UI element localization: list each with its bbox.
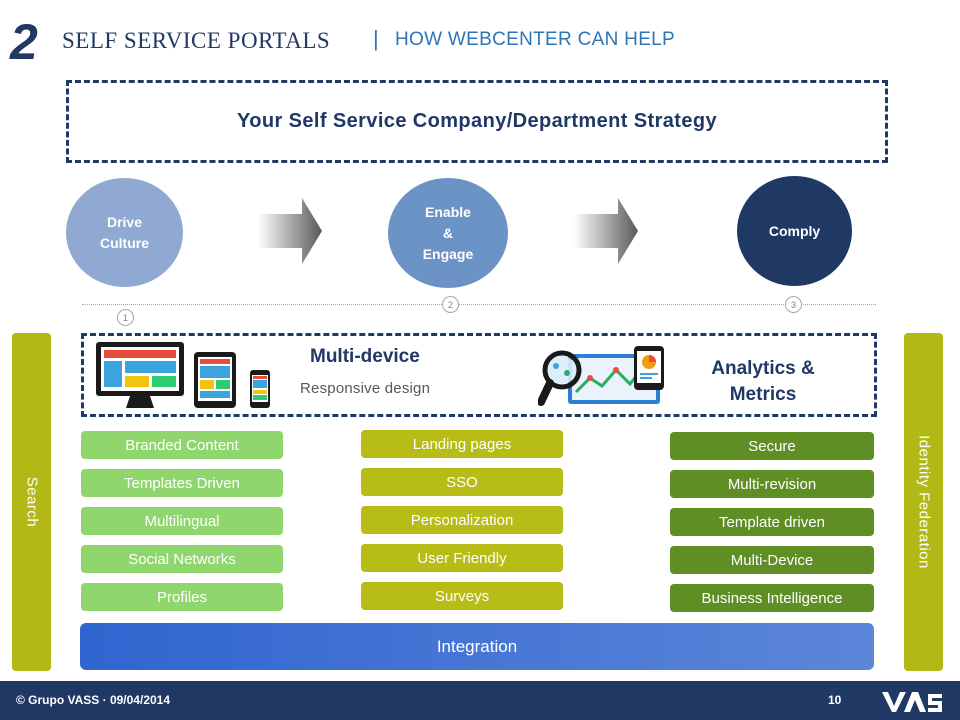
identity-federation-sidebar: Identity Federation xyxy=(904,333,943,671)
feature-personalization: Personalization xyxy=(361,506,563,534)
analytics-icon xyxy=(538,346,664,406)
strategy-box: Your Self Service Company/Department Str… xyxy=(66,80,888,163)
strategy-text: Your Self Service Company/Department Str… xyxy=(237,110,717,132)
analytics-title: Analytics & Metrics xyxy=(711,358,815,405)
search-label: Search xyxy=(23,476,40,528)
feature-multilingual: Multilingual xyxy=(81,507,283,535)
timeline-divider xyxy=(82,304,876,305)
feature-secure: Secure xyxy=(670,432,874,460)
footer-bar xyxy=(0,681,960,720)
devices-icon xyxy=(96,342,270,408)
identity-federation-label: Identity Federation xyxy=(915,435,932,569)
feature-multi-device: Multi-Device xyxy=(670,546,874,574)
stage-badge-2: 2 xyxy=(442,296,459,313)
feature-profiles: Profiles xyxy=(81,583,283,611)
feature-business-intelligence: Business Intelligence xyxy=(670,584,874,612)
footer-copyright: © Grupo VASS · 09/04/2014 xyxy=(16,693,171,707)
stage-label: Enable & Engage xyxy=(422,203,474,262)
stage-label: Comply xyxy=(768,222,821,239)
stage-comply: Comply xyxy=(737,176,852,286)
search-sidebar: Search xyxy=(12,333,51,671)
stage-badge-1: 1 xyxy=(117,309,134,326)
integration-bar: Integration xyxy=(80,623,874,670)
arrow-right-icon xyxy=(258,198,322,264)
stage-label: Drive Culture xyxy=(100,213,149,251)
page-subtitle: HOW WEBCENTER CAN HELP xyxy=(395,29,676,50)
feature-surveys: Surveys xyxy=(361,582,563,610)
stage-badge-3: 3 xyxy=(785,296,802,313)
feature-landing-pages: Landing pages xyxy=(361,430,563,458)
feature-sso: SSO xyxy=(361,468,563,496)
stage-drive-culture: Drive Culture xyxy=(66,178,183,287)
capabilities-box xyxy=(81,333,877,417)
feature-templates-driven: Templates Driven xyxy=(81,469,283,497)
page-number: 10 xyxy=(828,693,842,707)
feature-social-networks: Social Networks xyxy=(81,545,283,573)
section-number: 2 xyxy=(10,14,38,70)
stage-enable-engage: Enable & Engage xyxy=(388,178,508,288)
feature-branded-content: Branded Content xyxy=(81,431,283,459)
multidevice-subtitle: Responsive design xyxy=(300,380,431,397)
title-separator: | xyxy=(373,26,379,51)
vass-logo xyxy=(882,692,942,712)
arrow-right-icon xyxy=(574,198,638,264)
page-title: SELF SERVICE PORTALS xyxy=(62,28,331,53)
feature-template-driven: Template driven xyxy=(670,508,874,536)
multidevice-title: Multi-device xyxy=(310,346,420,367)
feature-multi-revision: Multi-revision xyxy=(670,470,874,498)
feature-user-friendly: User Friendly xyxy=(361,544,563,572)
